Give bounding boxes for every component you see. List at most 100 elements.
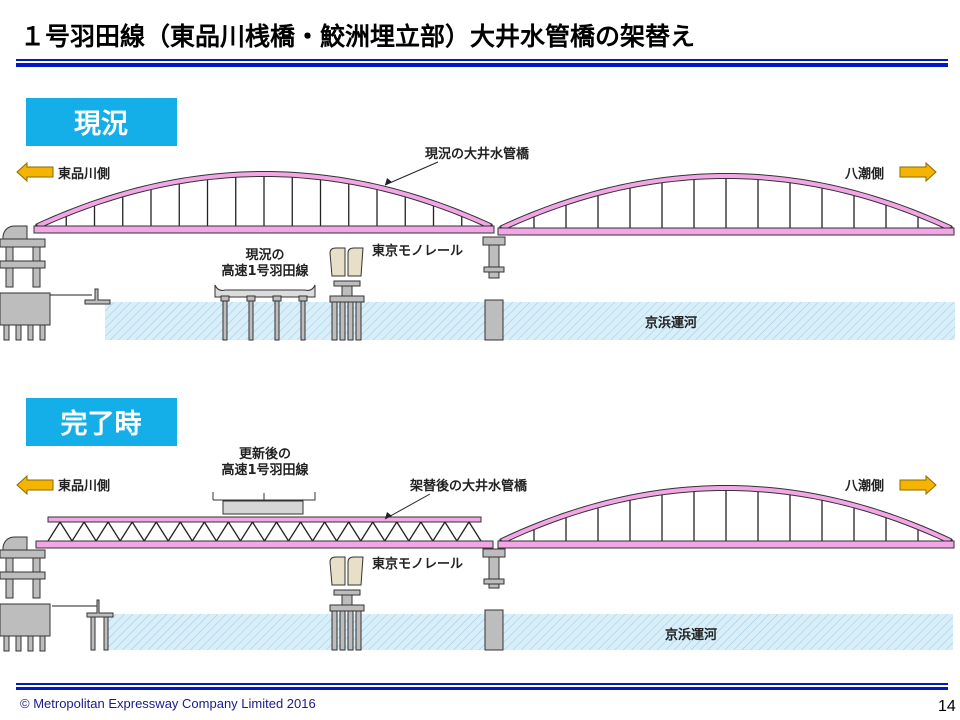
- diagonal: [432, 521, 446, 542]
- pier-cap: [482, 236, 506, 246]
- canal-label: 京浜運河: [645, 315, 697, 331]
- bridge-label: 架替後の大井水管橋: [409, 478, 528, 494]
- diagonal: [47, 521, 61, 542]
- highway-label-line1: 更新後の: [239, 446, 291, 462]
- page-number: 14: [938, 698, 956, 715]
- highway-label-line2: 高速1号羽田線: [221, 462, 309, 478]
- arrow-right-icon: [899, 474, 937, 496]
- pile-cap: [329, 295, 365, 303]
- diagonal: [348, 521, 362, 542]
- right-side-label: 八潮側: [844, 166, 884, 182]
- pile: [15, 635, 22, 652]
- monorail: [329, 247, 365, 341]
- monorail-label: 東京モノレール: [372, 556, 463, 572]
- highway-pier: [248, 300, 254, 341]
- diagonal: [179, 521, 193, 542]
- bearing: [298, 295, 308, 302]
- canal-water: [105, 302, 955, 340]
- monorail-car: [329, 247, 346, 277]
- diagonal: [215, 521, 229, 542]
- current-state-panel: [0, 161, 955, 341]
- leader-arrowhead: [385, 512, 392, 519]
- pile: [39, 324, 46, 341]
- deck: [33, 225, 495, 234]
- new-highway: [212, 492, 316, 515]
- diagonal: [167, 521, 181, 542]
- bearing-cap: [2, 536, 28, 551]
- bearing: [246, 295, 256, 302]
- diagonal: [384, 521, 398, 542]
- footer-rule-thin: [16, 683, 948, 685]
- monorail: [329, 556, 365, 651]
- diagonal: [456, 521, 470, 542]
- diagonal: [59, 521, 73, 542]
- pile: [347, 301, 354, 341]
- highway-pier: [274, 300, 280, 341]
- diagonal: [408, 521, 422, 542]
- deck: [497, 227, 955, 236]
- old-highway-pier: [86, 599, 114, 651]
- top-chord: [47, 516, 482, 523]
- diagonal: [95, 521, 109, 542]
- monorail-label: 東京モノレール: [372, 243, 463, 259]
- highway-pier: [222, 300, 228, 341]
- arrow-left-icon: [16, 161, 54, 183]
- pier-cap: [482, 548, 506, 558]
- highway-label-line1: 現況の: [245, 247, 284, 263]
- highway-pier: [300, 300, 306, 341]
- completed-state-panel: [0, 474, 955, 652]
- pile-cap: [329, 604, 365, 612]
- deck: [497, 540, 955, 549]
- diagonal: [131, 521, 145, 542]
- footing: [0, 603, 51, 637]
- old-pier-cap: [84, 288, 111, 305]
- diagonal: [263, 521, 278, 542]
- bottom-chord: [35, 540, 494, 549]
- highway-deck: [212, 492, 316, 501]
- track-beam: [333, 589, 361, 596]
- pile: [331, 610, 338, 651]
- diagonal: [372, 521, 386, 542]
- pile: [339, 610, 346, 651]
- completed-labels: 完了時 東品川側 八潮側 架替後の大井水管橋 東京モノレール 更新後の 高速1号…: [26, 398, 884, 643]
- pile: [39, 635, 46, 652]
- pier-base: [484, 299, 504, 341]
- arch-bridge: [497, 172, 955, 236]
- footer-rule-thick: [16, 687, 948, 690]
- pile: [347, 610, 354, 651]
- arch-rib: [37, 171, 491, 228]
- leader-arrowhead: [385, 178, 392, 185]
- pier-band: [483, 578, 505, 585]
- bearing: [220, 295, 230, 302]
- tie-beam: [0, 571, 46, 580]
- pier-cap: [86, 599, 114, 618]
- diagonal: [275, 521, 290, 542]
- pile: [3, 635, 10, 652]
- arch-rib: [501, 173, 951, 230]
- left-side-label: 東品川側: [58, 478, 110, 494]
- diagonal: [324, 521, 338, 542]
- arch-bridge: [33, 170, 495, 234]
- diagonal: [312, 521, 326, 542]
- cap-beam: [0, 549, 46, 559]
- diagonal: [155, 521, 169, 542]
- copyright: © Metropolitan Expressway Company Limite…: [20, 696, 316, 711]
- left-abutment: [0, 225, 51, 341]
- diagonal: [336, 521, 350, 542]
- pile: [15, 324, 22, 341]
- pile: [355, 301, 362, 341]
- diagonal: [300, 521, 314, 542]
- canal-water: [108, 614, 953, 650]
- pile: [339, 301, 346, 341]
- slide-title: １号羽田線（東品川桟橋・鮫洲埋立部）大井水管橋の架替え: [20, 22, 695, 51]
- completed-badge: [26, 398, 177, 446]
- leader-line: [384, 493, 431, 520]
- pile: [27, 324, 34, 341]
- cap-beam: [0, 238, 46, 248]
- diagonal: [396, 521, 410, 542]
- diagonal: [191, 521, 205, 542]
- bearing: [272, 295, 282, 302]
- pier-column: [488, 244, 500, 279]
- pier-band: [483, 266, 505, 273]
- diagonal: [143, 521, 157, 542]
